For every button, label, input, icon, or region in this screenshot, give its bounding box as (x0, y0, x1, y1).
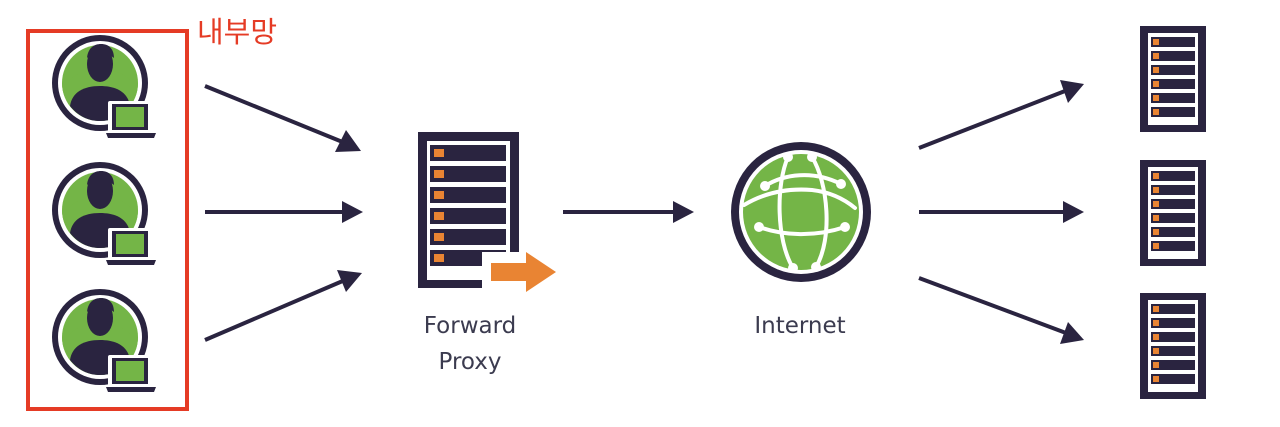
internal-network-label: 내부망 (197, 15, 278, 49)
destination-server-icon-3 (1140, 293, 1206, 399)
destination-server-icon-1 (1140, 26, 1206, 132)
proxy-to-internet-arrow (563, 201, 694, 223)
client-user-icon-3 (52, 289, 156, 392)
forward-proxy-label: Forward Proxy (390, 308, 550, 380)
client-to-proxy-arrow-3 (204, 270, 362, 342)
internet-to-server-arrow-2 (919, 201, 1084, 223)
client-user-icon-2 (52, 162, 156, 265)
forward-proxy-label-line-2: Proxy (438, 349, 502, 375)
internal-network-highlight-box (26, 29, 189, 411)
internet-to-server-arrow-1 (918, 80, 1084, 150)
internet-label-text: Internet (754, 313, 846, 339)
client-to-proxy-arrow-1 (204, 84, 361, 152)
proxy-forward-arrow-icon (491, 252, 556, 292)
internet-to-server-arrow-3 (918, 276, 1084, 344)
internet-label: Internet (720, 308, 880, 344)
forward-proxy-server-icon (418, 132, 556, 292)
destination-server-icon-2 (1140, 160, 1206, 266)
forward-proxy-label-line-1: Forward (423, 313, 517, 339)
internet-globe-icon (731, 142, 871, 282)
client-user-icon-1 (52, 35, 156, 138)
client-to-proxy-arrow-2 (205, 201, 363, 223)
